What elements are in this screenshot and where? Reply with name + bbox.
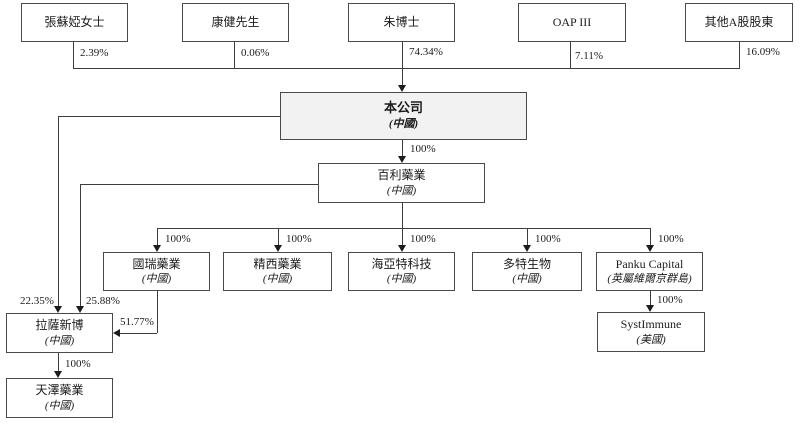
node-label: 海亞特科技 <box>371 256 432 271</box>
connector-subsidiaries-bus <box>157 228 650 229</box>
node-oap-iii: OAP III <box>518 3 626 42</box>
arrowhead-lasa-1 <box>54 306 62 313</box>
node-company: 本公司 (中國) <box>280 92 527 140</box>
node-kang-jian: 康健先生 <box>182 3 289 42</box>
node-other-a-shareholders: 其他A股股東 <box>685 3 793 42</box>
node-zhu-boshi: 朱博士 <box>348 3 455 42</box>
node-country: (美國) <box>636 333 666 346</box>
pct-baili-to-guorui: 100% <box>165 233 191 245</box>
node-label: 張蘇婭女士 <box>44 14 105 29</box>
pct-other-a: 16.09% <box>746 46 780 58</box>
node-country: (中國) <box>386 273 417 286</box>
pct-baili-to-lasa: 25.88% <box>86 295 120 307</box>
pct-zhu: 74.34% <box>409 46 443 58</box>
node-label: 其他A股股東 <box>704 14 774 29</box>
node-country: (中國) <box>388 118 419 131</box>
pct-kang: 0.06% <box>241 47 270 59</box>
node-label: 本公司 <box>383 100 423 116</box>
connector-top-bus <box>73 68 740 69</box>
connector-bus-to-company <box>402 68 403 85</box>
pct-lasa-to-tianze: 100% <box>65 358 91 370</box>
node-country: (中國) <box>262 273 293 286</box>
pct-baili-to-panku: 100% <box>658 233 684 245</box>
connector-baili-to-bus <box>402 203 403 228</box>
node-label: 拉薩新博 <box>35 318 84 333</box>
connector-zhu-stub <box>402 42 403 68</box>
node-country: (中國) <box>44 334 75 347</box>
connector-baili-to-lasa-v <box>80 184 81 306</box>
node-label: 百利藥業 <box>377 168 426 183</box>
pct-company-to-baili: 100% <box>410 143 436 155</box>
node-label: Panku Capital <box>615 256 684 271</box>
node-country: (英屬維爾京群島) <box>607 273 692 286</box>
connector-baili-to-lasa-h <box>80 184 318 185</box>
node-zhang-su-ya: 張蘇婭女士 <box>21 3 128 42</box>
node-label: 精西藥業 <box>253 256 302 271</box>
node-label: 多特生物 <box>502 256 551 271</box>
node-systimmune: SystImmune (美國) <box>597 312 705 352</box>
pct-zhang: 2.39% <box>80 47 109 59</box>
node-country: (中國) <box>512 273 542 286</box>
pct-oap: 7.11% <box>575 50 604 62</box>
node-label: OAP III <box>552 14 592 29</box>
arrowhead-company <box>398 85 406 92</box>
node-panku-capital: Panku Capital (英屬維爾京群島) <box>596 252 703 291</box>
connector-guorui-to-lasa-v <box>157 291 158 333</box>
arrowhead-panku <box>646 245 654 252</box>
arrowhead-jingxi <box>274 245 282 252</box>
connector-other-a-stub <box>739 42 740 68</box>
arrowhead-baili <box>398 156 406 163</box>
connector-panku-to-systimmune <box>650 291 651 305</box>
arrowhead-guorui <box>153 245 161 252</box>
pct-baili-to-duote: 100% <box>535 233 561 245</box>
node-tianze-pharma: 天澤藥業 (中國) <box>6 378 113 418</box>
connector-zhang-stub <box>73 42 74 68</box>
connector-company-to-lasa-v <box>58 116 59 306</box>
arrowhead-tianze <box>54 371 62 378</box>
pct-guorui-to-lasa: 51.77% <box>120 316 154 328</box>
connector-bus-to-guorui <box>157 228 158 245</box>
connector-kang-stub <box>234 42 235 68</box>
connector-bus-to-panku <box>650 228 651 245</box>
connector-guorui-to-lasa-h <box>120 333 157 334</box>
node-guorui-pharma: 國瑞藥業 (中國) <box>103 252 210 291</box>
node-label: 天澤藥業 <box>35 383 84 398</box>
node-haiyate-tech: 海亞特科技 (中國) <box>348 252 455 291</box>
connector-bus-to-haiyate <box>402 228 403 245</box>
arrowhead-lasa-3 <box>113 329 120 337</box>
node-label: 康健先生 <box>211 14 260 29</box>
arrowhead-duote <box>523 245 531 252</box>
connector-bus-to-duote <box>527 228 528 245</box>
node-duote-bio: 多特生物 (中國) <box>472 252 582 291</box>
connector-bus-to-jingxi <box>278 228 279 245</box>
arrowhead-lasa-2 <box>76 306 84 313</box>
node-label: 朱博士 <box>383 14 420 29</box>
node-label: 國瑞藥業 <box>132 256 181 271</box>
connector-oap-stub <box>570 42 571 68</box>
pct-baili-to-jingxi: 100% <box>286 233 312 245</box>
node-jingxi-pharma: 精西藥業 (中國) <box>223 252 332 291</box>
node-lasa-xinbo: 拉薩新博 (中國) <box>6 313 113 353</box>
pct-baili-to-haiyate: 100% <box>410 233 436 245</box>
node-baili-pharma: 百利藥業 (中國) <box>318 163 485 203</box>
connector-lasa-to-tianze <box>58 353 59 371</box>
pct-company-to-lasa: 22.35% <box>20 295 54 307</box>
connector-company-to-baili <box>402 140 403 156</box>
node-country: (中國) <box>386 184 417 197</box>
pct-panku-to-systimmune: 100% <box>657 294 683 306</box>
arrowhead-systimmune <box>646 305 654 312</box>
node-label: SystImmune <box>620 317 682 332</box>
arrowhead-haiyate <box>398 245 406 252</box>
node-country: (中國) <box>141 273 172 286</box>
connector-company-to-lasa-h <box>58 116 280 117</box>
node-country: (中國) <box>44 399 75 412</box>
